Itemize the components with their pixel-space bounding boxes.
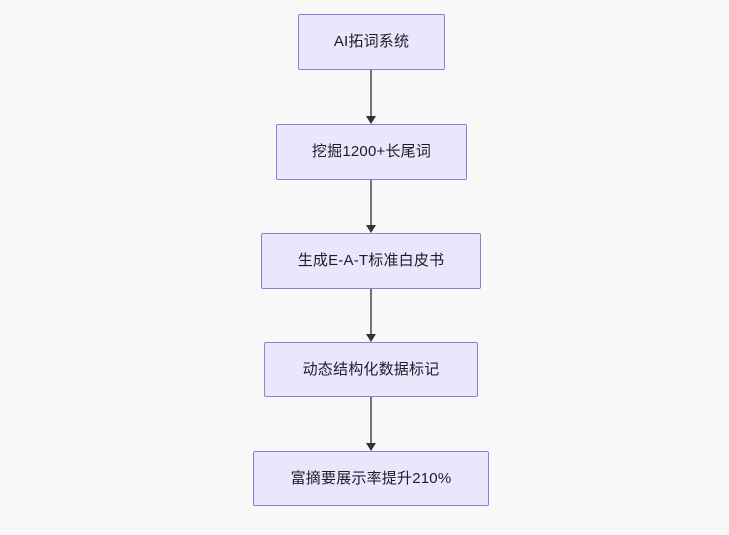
edge-line <box>370 397 372 443</box>
flowchart-node-eat-whitepaper[interactable]: 生成E-A-T标准白皮书 <box>261 233 481 289</box>
arrowhead-icon <box>366 116 376 124</box>
flowchart-node-ai-keyword-system[interactable]: AI拓词系统 <box>298 14 445 70</box>
edge-line <box>370 180 372 225</box>
arrowhead-icon <box>366 334 376 342</box>
arrowhead-icon <box>366 443 376 451</box>
edge-line <box>370 289 372 334</box>
edge-line <box>370 70 372 116</box>
arrowhead-icon <box>366 225 376 233</box>
flowchart-node-rich-snippet-result[interactable]: 富摘要展示率提升210% <box>253 451 489 506</box>
flowchart-node-structured-data-markup[interactable]: 动态结构化数据标记 <box>264 342 478 397</box>
flowchart-node-longtail-keywords[interactable]: 挖掘1200+长尾词 <box>276 124 467 180</box>
